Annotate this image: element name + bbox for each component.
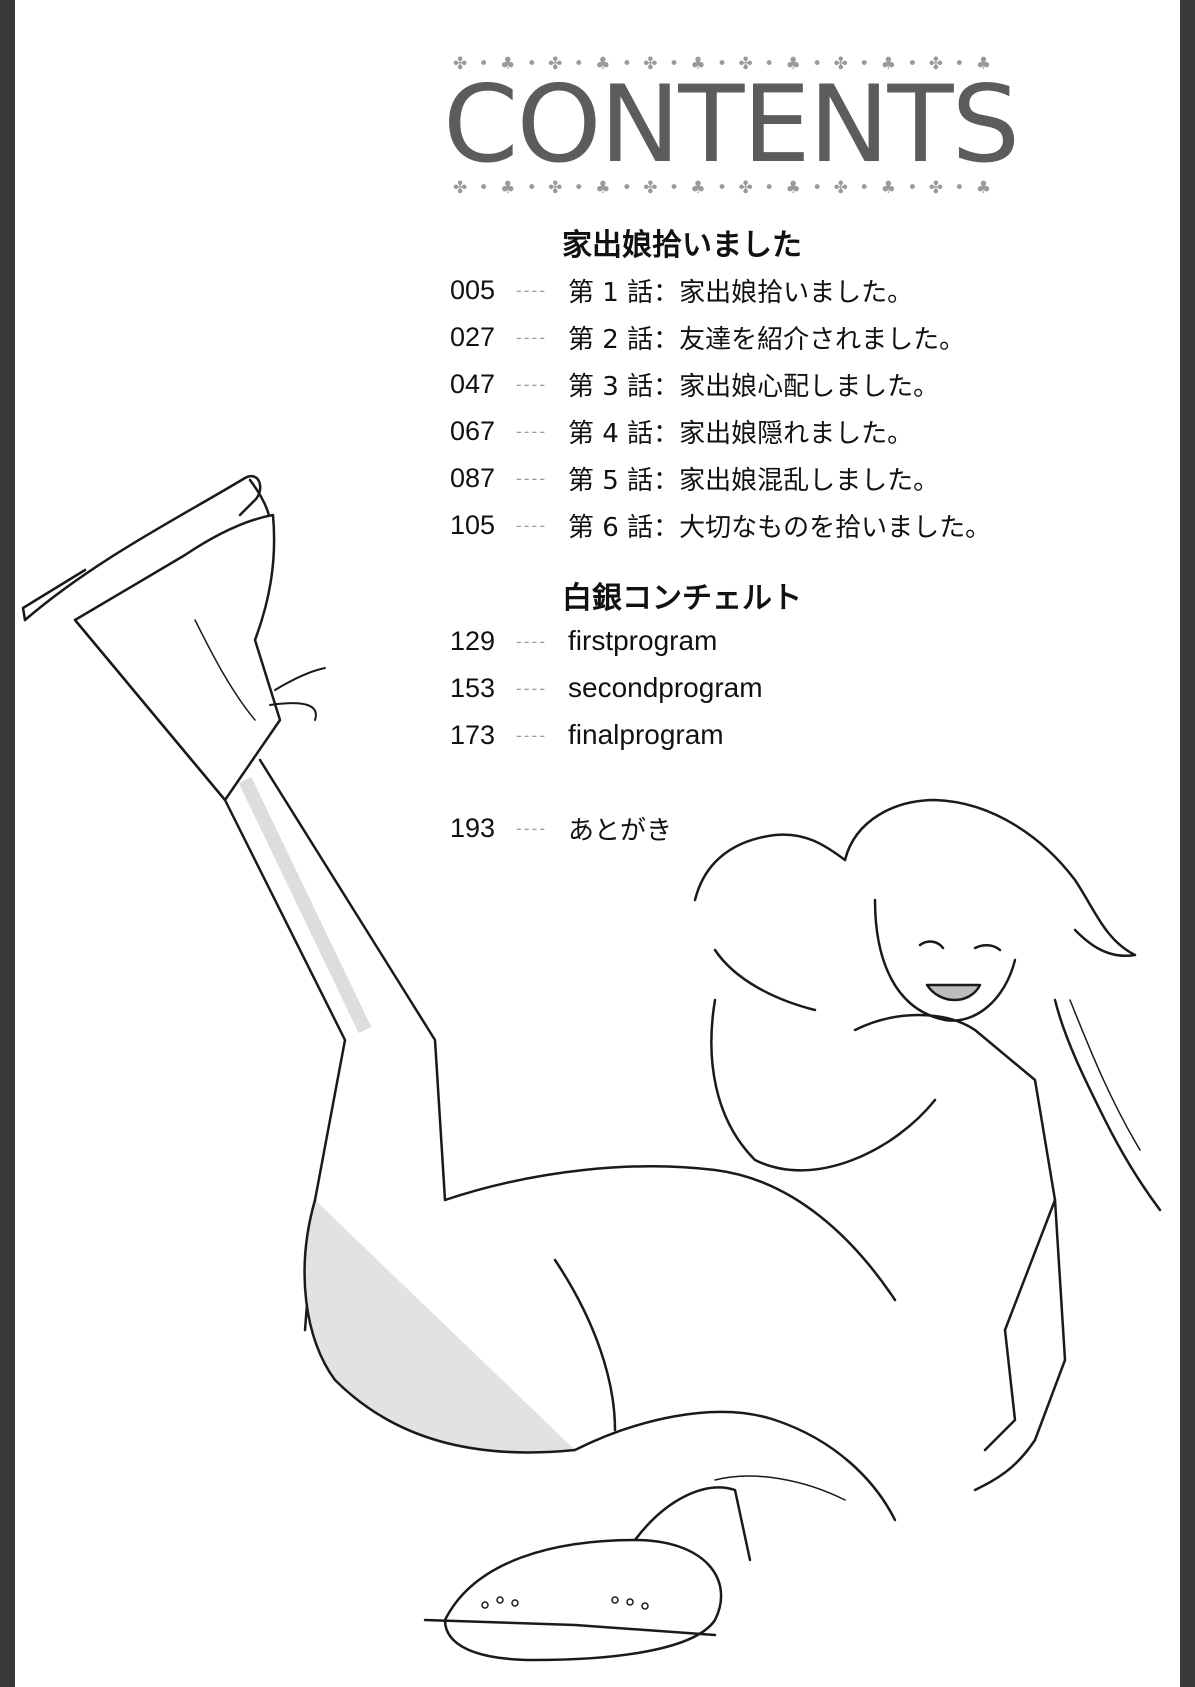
chapter-title: finalprogram <box>568 719 724 750</box>
page-number: 087 <box>450 462 496 493</box>
chapter-title: 第 4 話：家出娘隠れました。 <box>568 418 914 449</box>
left-side-bar <box>0 0 15 1687</box>
page-number: 193 <box>450 812 496 843</box>
dot-leader: ---- <box>516 818 548 838</box>
chapter-title: 第 3 話：家出娘心配しました。 <box>568 371 940 402</box>
section-title: 白銀コンチェルト <box>562 581 802 616</box>
page-number: 005 <box>450 274 496 305</box>
toc-entry[interactable]: 027 ---- 第 2 話：友達を紹介されました。 <box>450 319 965 355</box>
contents-page: ✤ • ♣ • ✤ • ♣ • ✤ • ♣ • ✤ • ♣ • ✤ • ♣ • … <box>15 0 1180 1687</box>
dot-leader: ---- <box>516 468 548 488</box>
dot-leader: ---- <box>516 374 548 394</box>
toc-entry[interactable]: 129 ---- firstprogram <box>450 623 717 659</box>
toc-entry[interactable]: 005 ---- 第 1 話：家出娘拾いました。 <box>450 272 913 308</box>
dot-leader: ---- <box>516 515 548 535</box>
toc-entry[interactable]: 087 ---- 第 5 話：家出娘混乱しました。 <box>450 460 939 496</box>
chapter-title: firstprogram <box>568 625 718 656</box>
raised-skate-icon <box>21 474 326 802</box>
chapter-title: 第 6 話：大切なものを拾いました。 <box>568 512 992 543</box>
toc-entry[interactable]: 153 ---- secondprogram <box>450 670 763 706</box>
dot-leader: ---- <box>516 280 548 300</box>
page-number: 105 <box>450 509 496 540</box>
page-number: 153 <box>450 672 496 703</box>
page-number: 027 <box>450 321 496 352</box>
dot-leader: ---- <box>516 725 548 745</box>
head-sketch <box>843 798 1137 1022</box>
toc-entry[interactable]: 047 ---- 第 3 話：家出娘心配しました。 <box>450 366 939 402</box>
ornament-row-top: ✤ • ♣ • ✤ • ♣ • ✤ • ♣ • ✤ • ♣ • ✤ • ♣ • … <box>453 54 993 74</box>
ornament-row-bottom: ✤ • ♣ • ✤ • ♣ • ✤ • ♣ • ✤ • ♣ • ✤ • ♣ • … <box>453 178 993 198</box>
chapter-title: secondprogram <box>568 672 763 703</box>
chapter-title: 第 1 話：家出娘拾いました。 <box>568 277 914 308</box>
toc-entry[interactable]: 173 ---- finalprogram <box>450 717 724 753</box>
dot-leader: ---- <box>516 678 548 698</box>
dot-leader: ---- <box>516 631 548 651</box>
page-title: CONTENTS <box>443 63 1020 186</box>
page-number: 129 <box>450 625 496 656</box>
section-title: 家出娘拾いました <box>562 228 802 263</box>
chapter-title: 第 5 話：家出娘混乱しました。 <box>568 465 940 496</box>
page-number: 067 <box>450 415 496 446</box>
toc-entry[interactable]: 105 ---- 第 6 話：大切なものを拾いました。 <box>450 507 991 543</box>
page-number: 173 <box>450 719 496 750</box>
dot-leader: ---- <box>516 327 548 347</box>
page-number: 047 <box>450 368 496 399</box>
toc-entry[interactable]: 067 ---- 第 4 話：家出娘隠れました。 <box>450 413 913 449</box>
right-side-bar <box>1180 0 1195 1687</box>
dot-leader: ---- <box>516 421 548 441</box>
toc-entry-afterword[interactable]: 193 ---- あとがき <box>450 810 672 846</box>
lower-skate-icon <box>423 1486 752 1662</box>
chapter-title: 第 2 話：友達を紹介されました。 <box>568 324 966 355</box>
chapter-title: あとがき <box>568 815 673 846</box>
